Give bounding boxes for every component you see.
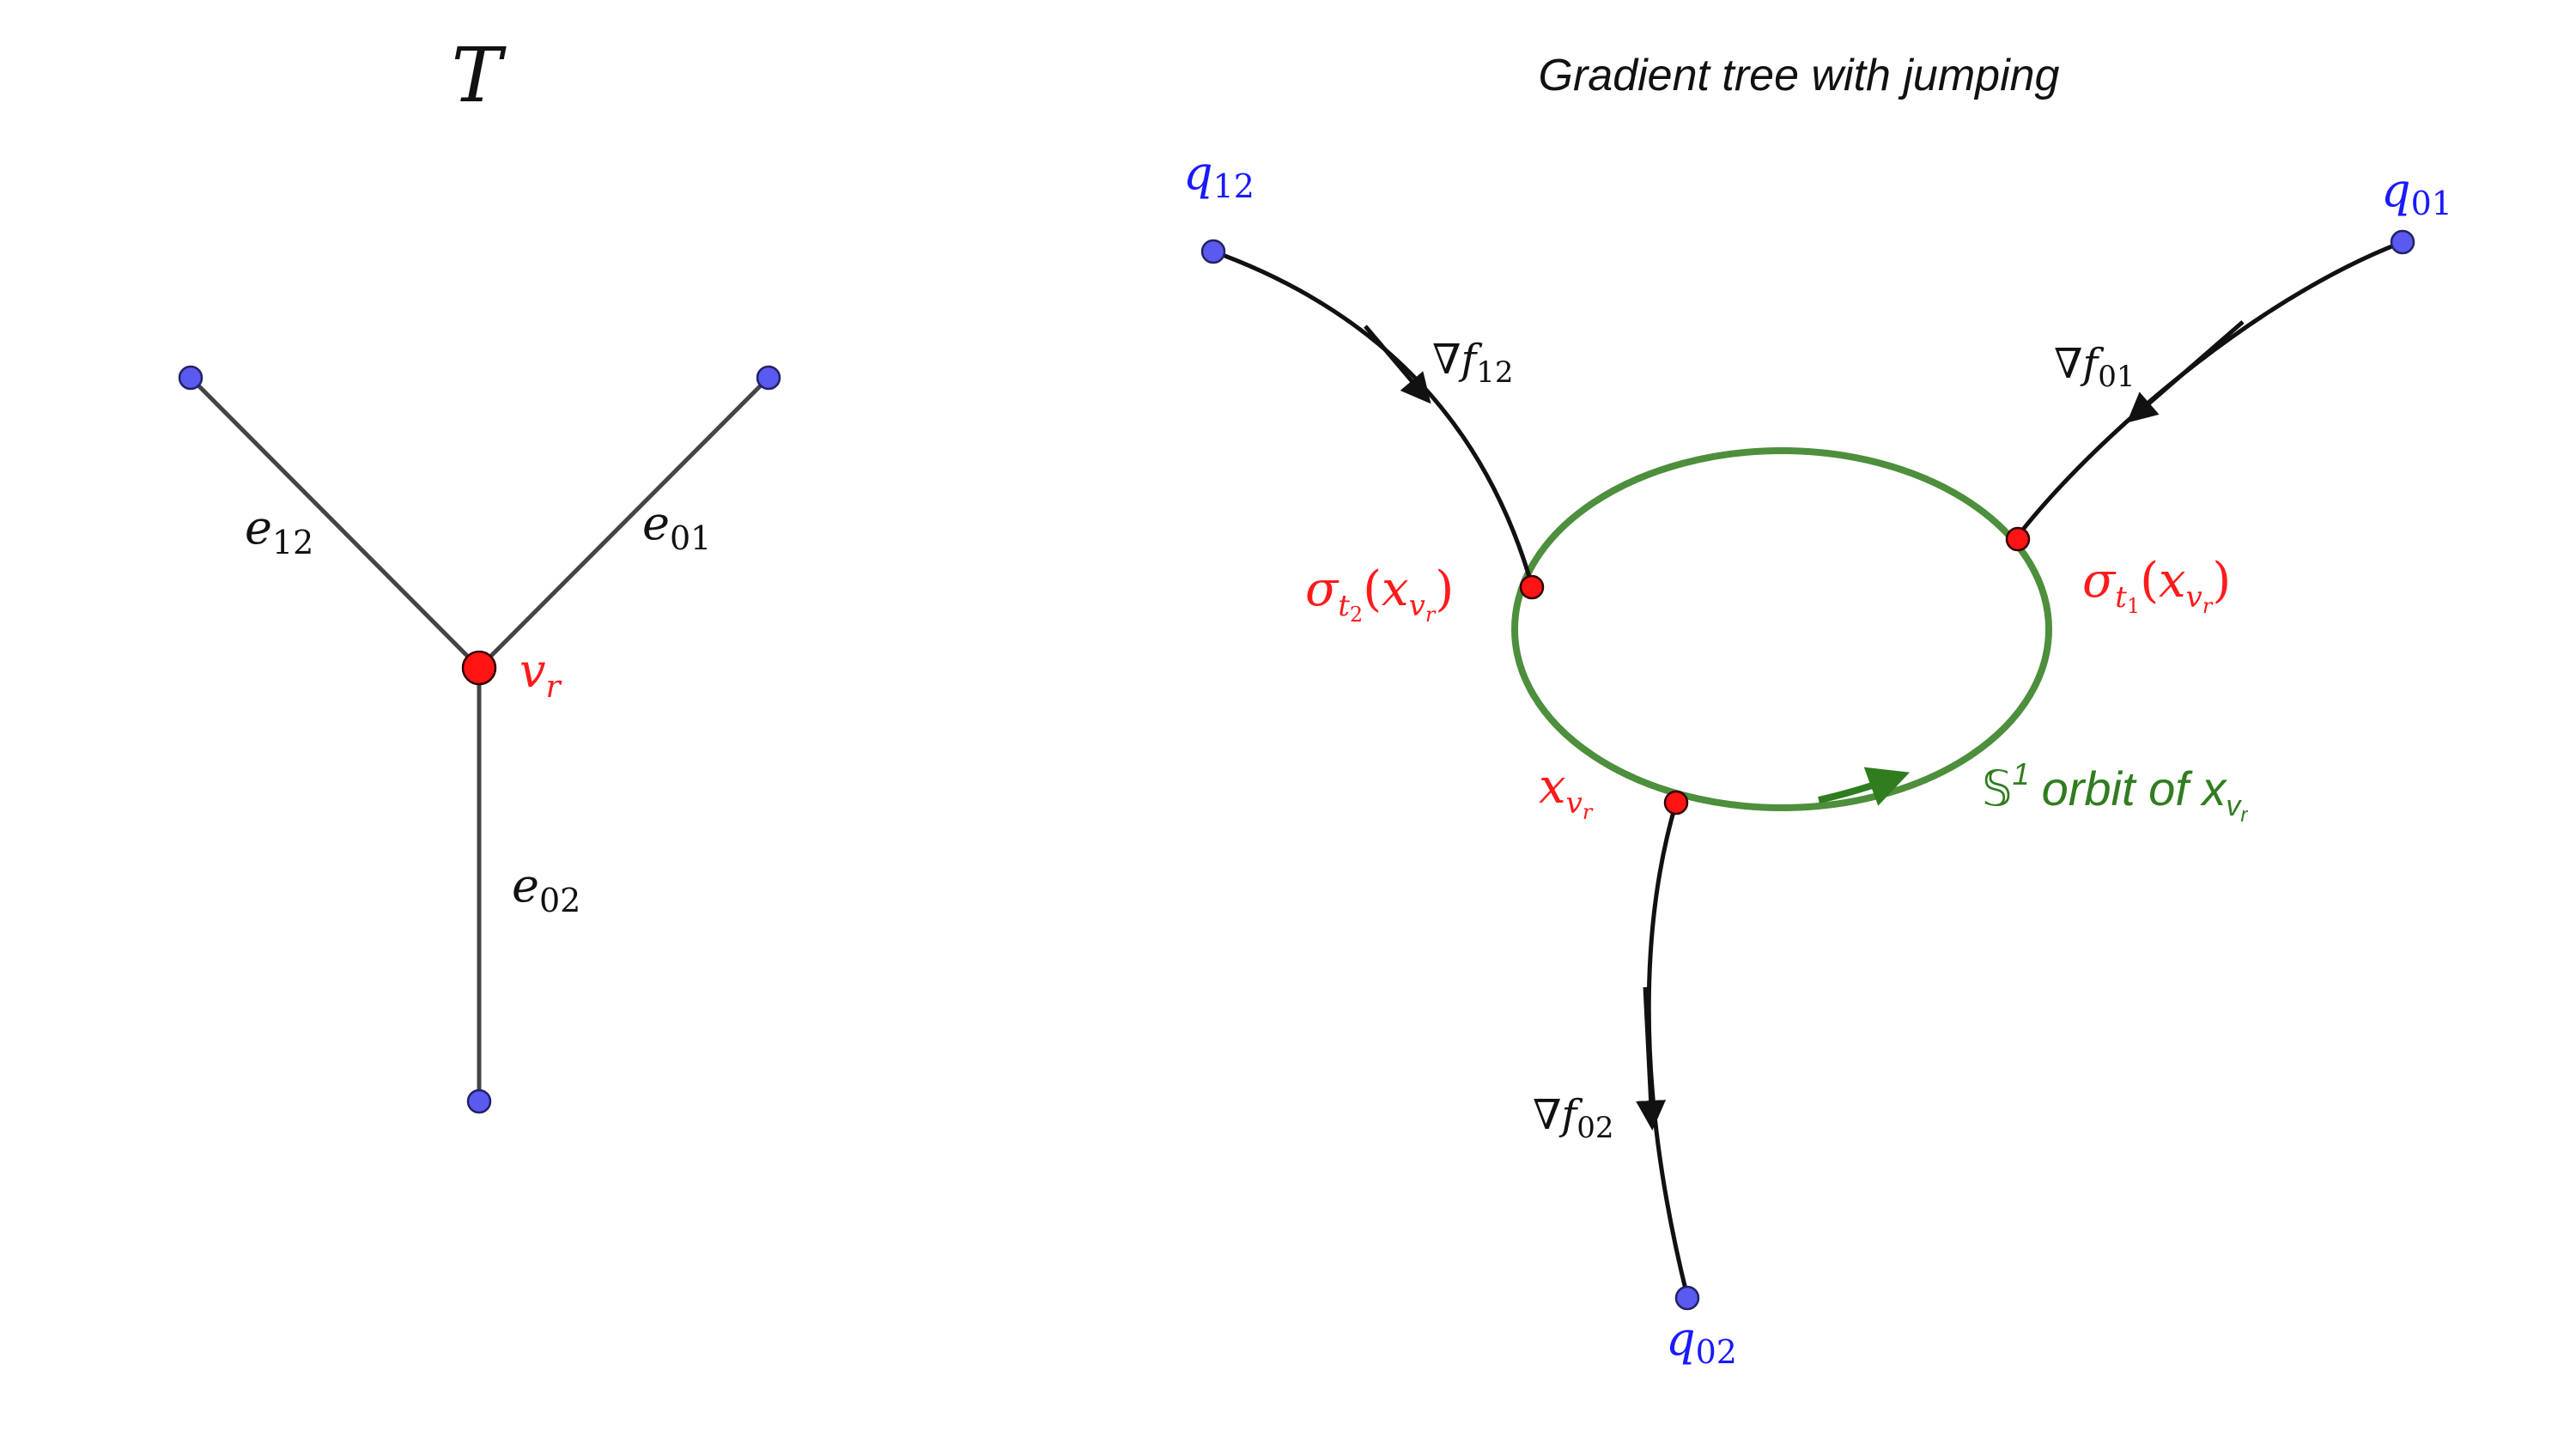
input-node-q12 — [1200, 239, 1226, 264]
input-node-q02 — [1674, 1285, 1700, 1311]
sigma-t2-node — [1519, 574, 1545, 600]
flow-arrow-01 — [2126, 320, 2245, 423]
flow-arrow-02 — [1636, 986, 1667, 1131]
s1-orbit — [1511, 447, 2052, 811]
gradient-panel: Gradient tree with jumping q12 q01 q02 ∇… — [1183, 51, 2452, 1371]
sigma-t1-node — [2005, 526, 2031, 552]
tree-edge-label-e01: e01 — [642, 496, 711, 557]
flow-label-12: ∇f12 — [1432, 336, 1514, 390]
tree-title: T — [452, 31, 507, 119]
sigma-t1-label: σt1(xvr) — [2082, 553, 2231, 618]
flow-arrow-12 — [1364, 324, 1431, 404]
tree-edge-label-e02: e02 — [512, 858, 580, 919]
flow-curve-12 — [1212, 249, 1534, 586]
tree-root-node — [461, 650, 497, 686]
tree-leaf-left — [178, 365, 204, 391]
tree-leaf-bottom — [466, 1088, 492, 1114]
flow-label-01: ∇f01 — [2054, 340, 2136, 394]
tree-root-label: vr — [519, 644, 562, 705]
input-label-q02: q02 — [1666, 1312, 1737, 1371]
input-node-q01 — [2390, 229, 2415, 255]
x-vr-label: xvr — [1539, 759, 1594, 824]
tree-edge-label-e12: e12 — [245, 500, 313, 561]
tree-panel: T vr e12 e01 e02 — [178, 31, 781, 1114]
flow-curve-01 — [2014, 240, 2403, 540]
input-label-q01: q01 — [2381, 163, 2452, 222]
flow-curve-02 — [1646, 802, 1690, 1297]
orbit-direction-arrow — [1818, 767, 1911, 806]
gradient-title: Gradient tree with jumping — [1539, 51, 2060, 100]
tree-edge-e12 — [189, 376, 481, 670]
sigma-t2-label: σt2(xvr) — [1305, 561, 1454, 627]
x-vr-node — [1663, 790, 1689, 816]
flow-label-02: ∇f02 — [1533, 1091, 1614, 1145]
tree-leaf-right — [756, 365, 781, 391]
tree-edge-e01 — [477, 376, 770, 670]
input-label-q12: q12 — [1183, 146, 1255, 205]
